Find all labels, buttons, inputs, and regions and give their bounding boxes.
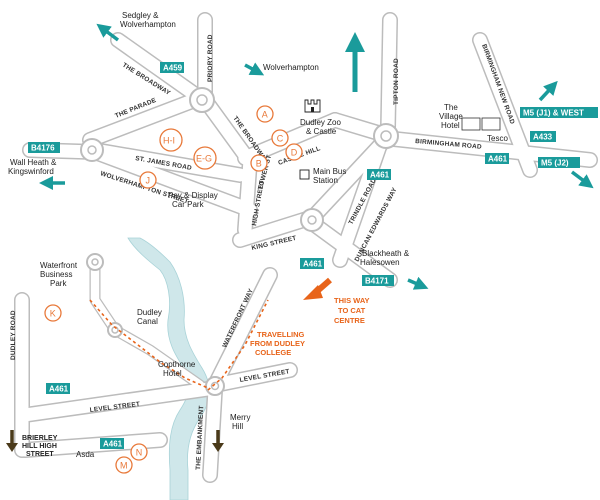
place-wolverhampton: Wolverhampton [263,63,319,72]
svg-text:M5 (J2): M5 (J2) [541,159,569,168]
college-route [89,299,269,391]
svg-text:D: D [291,148,298,158]
svg-text:A461: A461 [103,440,123,449]
svg-text:A461: A461 [488,155,508,164]
road-dudley-road: DUDLEY ROAD [10,310,17,360]
shield-a461-east: A461 [367,169,391,180]
shield-a461-far-east: A461 [485,153,509,164]
svg-text:A461: A461 [303,260,323,269]
svg-text:C: C [277,134,284,144]
place-tesco: Tesco [487,134,508,143]
marker-k: K [44,304,62,322]
marker-a: A [256,105,274,123]
svg-text:J: J [146,176,151,186]
marker-c: C [271,129,289,147]
direction-arrows [6,23,594,452]
road-priory-road: PRIORY ROAD [207,34,214,82]
location-markers: A C D H-I E-G B J K M N [44,105,303,474]
arrow-blackheath-icon [407,276,429,290]
road-tipton-road: TIPTON ROAD [393,58,400,105]
roundabouts [80,87,399,396]
shield-a461-centre: A461 [300,258,324,269]
svg-text:M5 (J1) & WEST: M5 (J1) & WEST [523,109,584,118]
svg-text:A459: A459 [163,64,183,73]
place-blackheath: Blackheath &Halesowen [360,249,410,267]
svg-text:A: A [262,110,268,120]
svg-text:B4171: B4171 [365,277,389,286]
place-wall-heath: Wall Heath &Kingswinford [8,158,57,176]
shield-b4171: B4171 [362,275,394,286]
route-shields: A459 B4176 A461 A461 B4171 M5 (J1) & WES… [28,62,598,449]
arrow-wolverhampton-icon [244,62,265,76]
bus-station-icon [299,169,310,180]
marker-b: B [250,154,268,172]
place-labels: Sedgley &Wolverhampton Wolverhampton Wal… [8,11,508,459]
road-the-embankment: THE EMBANKMENT [195,405,205,470]
dudley-canal-water [127,237,210,500]
shield-m5-j2: M5 (J2) [538,157,580,168]
svg-text:H-I: H-I [163,136,175,146]
svg-text:A461: A461 [370,171,390,180]
marker-m: M [115,456,133,474]
road-birmingham-new-road: BIRMINGHAM NEW ROAD [480,43,516,125]
marker-j: J [139,171,157,189]
place-asda: Asda [76,450,95,459]
shield-a461-west: A461 [46,383,70,394]
arrow-nw-sedgley-icon [96,23,120,42]
marker-n: N [130,443,148,461]
svg-text:A433: A433 [533,133,553,142]
svg-text:A461: A461 [49,385,69,394]
svg-text:E-G: E-G [196,154,212,164]
place-sedgley: Sedgley &Wolverhampton [120,11,176,29]
shield-a459: A459 [160,62,184,73]
marker-d: D [285,143,303,161]
place-dudley-zoo: Dudley Zoo& Castle [300,118,341,136]
svg-text:K: K [50,309,56,319]
svg-text:B4176: B4176 [31,144,55,153]
arrow-ne-m5-icon [538,80,558,102]
svg-text:B: B [256,159,262,169]
shield-m5-j1: M5 (J1) & WEST [520,107,598,118]
svg-text:M: M [120,461,128,471]
shield-b4176: B4176 [28,142,60,153]
tesco-building [461,117,501,131]
svg-text:N: N [136,448,143,458]
marker-eg: E-G [193,146,217,170]
shield-a433: A433 [530,131,556,142]
marker-hi: H-I [159,128,183,152]
shield-a461-sw: A461 [100,438,124,449]
arrow-se-m5j2-icon [570,170,594,189]
castle-icon [304,99,321,113]
